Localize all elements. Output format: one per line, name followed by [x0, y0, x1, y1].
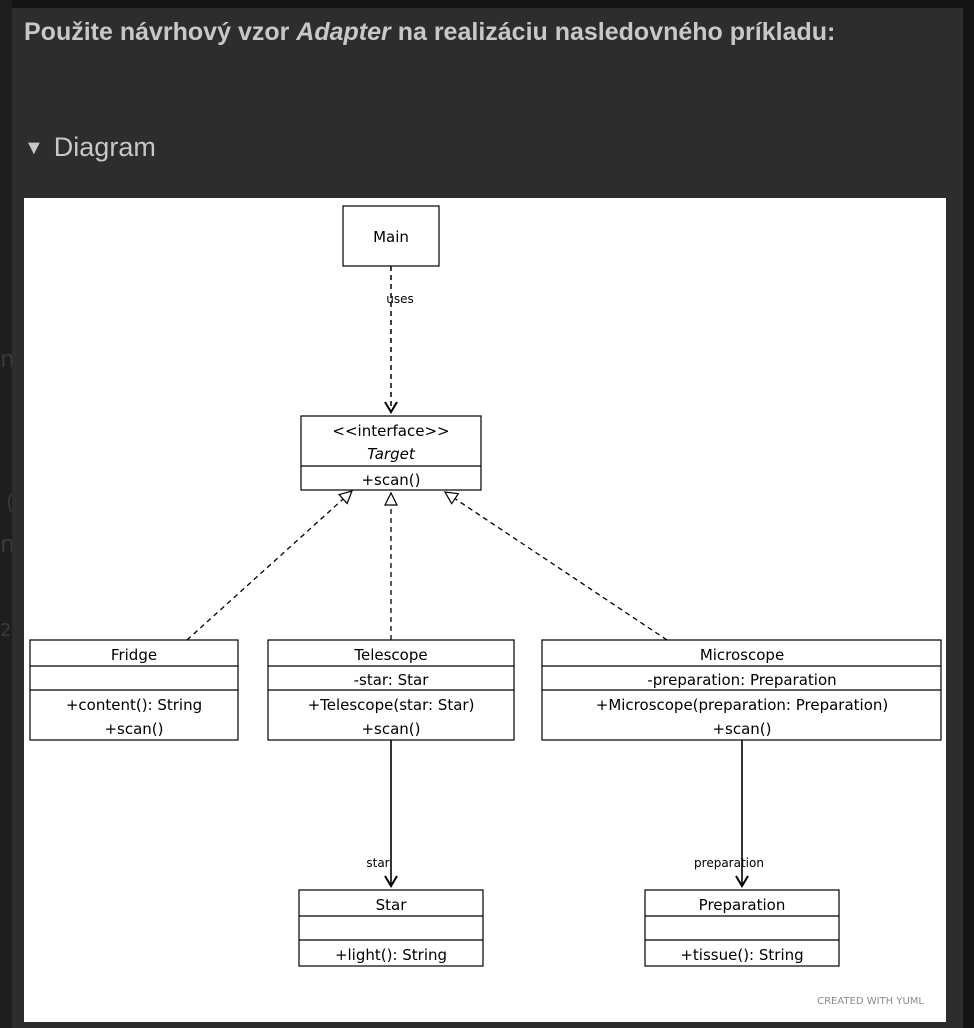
- uml-diagram-svg: Main uses <<interface>> Target +scan() F…: [29, 205, 942, 1007]
- edge-microscope-implements-target: [443, 491, 668, 641]
- class-main-name: Main: [373, 228, 409, 246]
- edge-label-uses: uses: [386, 292, 414, 306]
- edge-label-star: star: [366, 856, 389, 870]
- class-fridge: Fridge +content(): String +scan(): [29, 639, 239, 741]
- class-fridge-method: +content(): String: [66, 696, 202, 714]
- class-main: Main: [342, 205, 440, 267]
- class-fridge-method: +scan(): [104, 720, 163, 738]
- class-telescope: Telescope -star: Star +Telescope(star: S…: [267, 639, 515, 741]
- class-microscope-method: +scan(): [712, 720, 771, 738]
- class-telescope-method: +scan(): [361, 720, 420, 738]
- diagram-toggle-label: Diagram: [53, 132, 156, 162]
- class-microscope: Microscope -preparation: Preparation +Mi…: [541, 639, 942, 741]
- class-star: Star +light(): String: [298, 889, 484, 967]
- class-telescope-attribute: -star: Star: [354, 671, 430, 689]
- yuml-watermark: CREATED WITH YUML: [817, 996, 924, 1007]
- exercise-heading: Použite návrhový vzor Adapter na realizá…: [24, 12, 924, 52]
- class-telescope-method: +Telescope(star: Star): [308, 696, 475, 714]
- class-preparation: Preparation +tissue(): String: [644, 889, 840, 967]
- class-preparation-name: Preparation: [699, 896, 786, 914]
- uml-diagram: Main uses <<interface>> Target +scan() F…: [24, 198, 946, 1022]
- heading-pattern-name: Adapter: [296, 18, 391, 46]
- heading-text-start: Použite návrhový vzor: [24, 18, 297, 46]
- class-preparation-method: +tissue(): String: [680, 946, 803, 964]
- disclosure-triangle-icon: ▼: [24, 137, 44, 159]
- edge-label-preparation: preparation: [694, 856, 764, 870]
- background-fragment: (: [6, 490, 14, 514]
- class-target-method: +scan(): [361, 471, 420, 489]
- background-fragment: 2: [0, 620, 12, 641]
- diagram-toggle[interactable]: ▼ Diagram: [24, 128, 156, 169]
- class-target-stereotype: <<interface>>: [332, 422, 449, 440]
- class-microscope-attribute: -preparation: Preparation: [647, 671, 836, 689]
- class-telescope-name: Telescope: [353, 646, 427, 664]
- background-page: [0, 0, 12, 1028]
- edge-fridge-implements-target: [186, 490, 353, 641]
- heading-text-end: na realizáciu nasledovného príkladu:: [390, 18, 836, 46]
- class-star-method: +light(): String: [335, 946, 447, 964]
- class-microscope-method: +Microscope(preparation: Preparation): [596, 696, 889, 714]
- class-fridge-name: Fridge: [111, 646, 157, 664]
- class-star-name: Star: [376, 896, 408, 914]
- class-microscope-name: Microscope: [700, 646, 784, 664]
- class-target-name: Target: [367, 445, 416, 463]
- class-target: <<interface>> Target +scan(): [300, 415, 482, 491]
